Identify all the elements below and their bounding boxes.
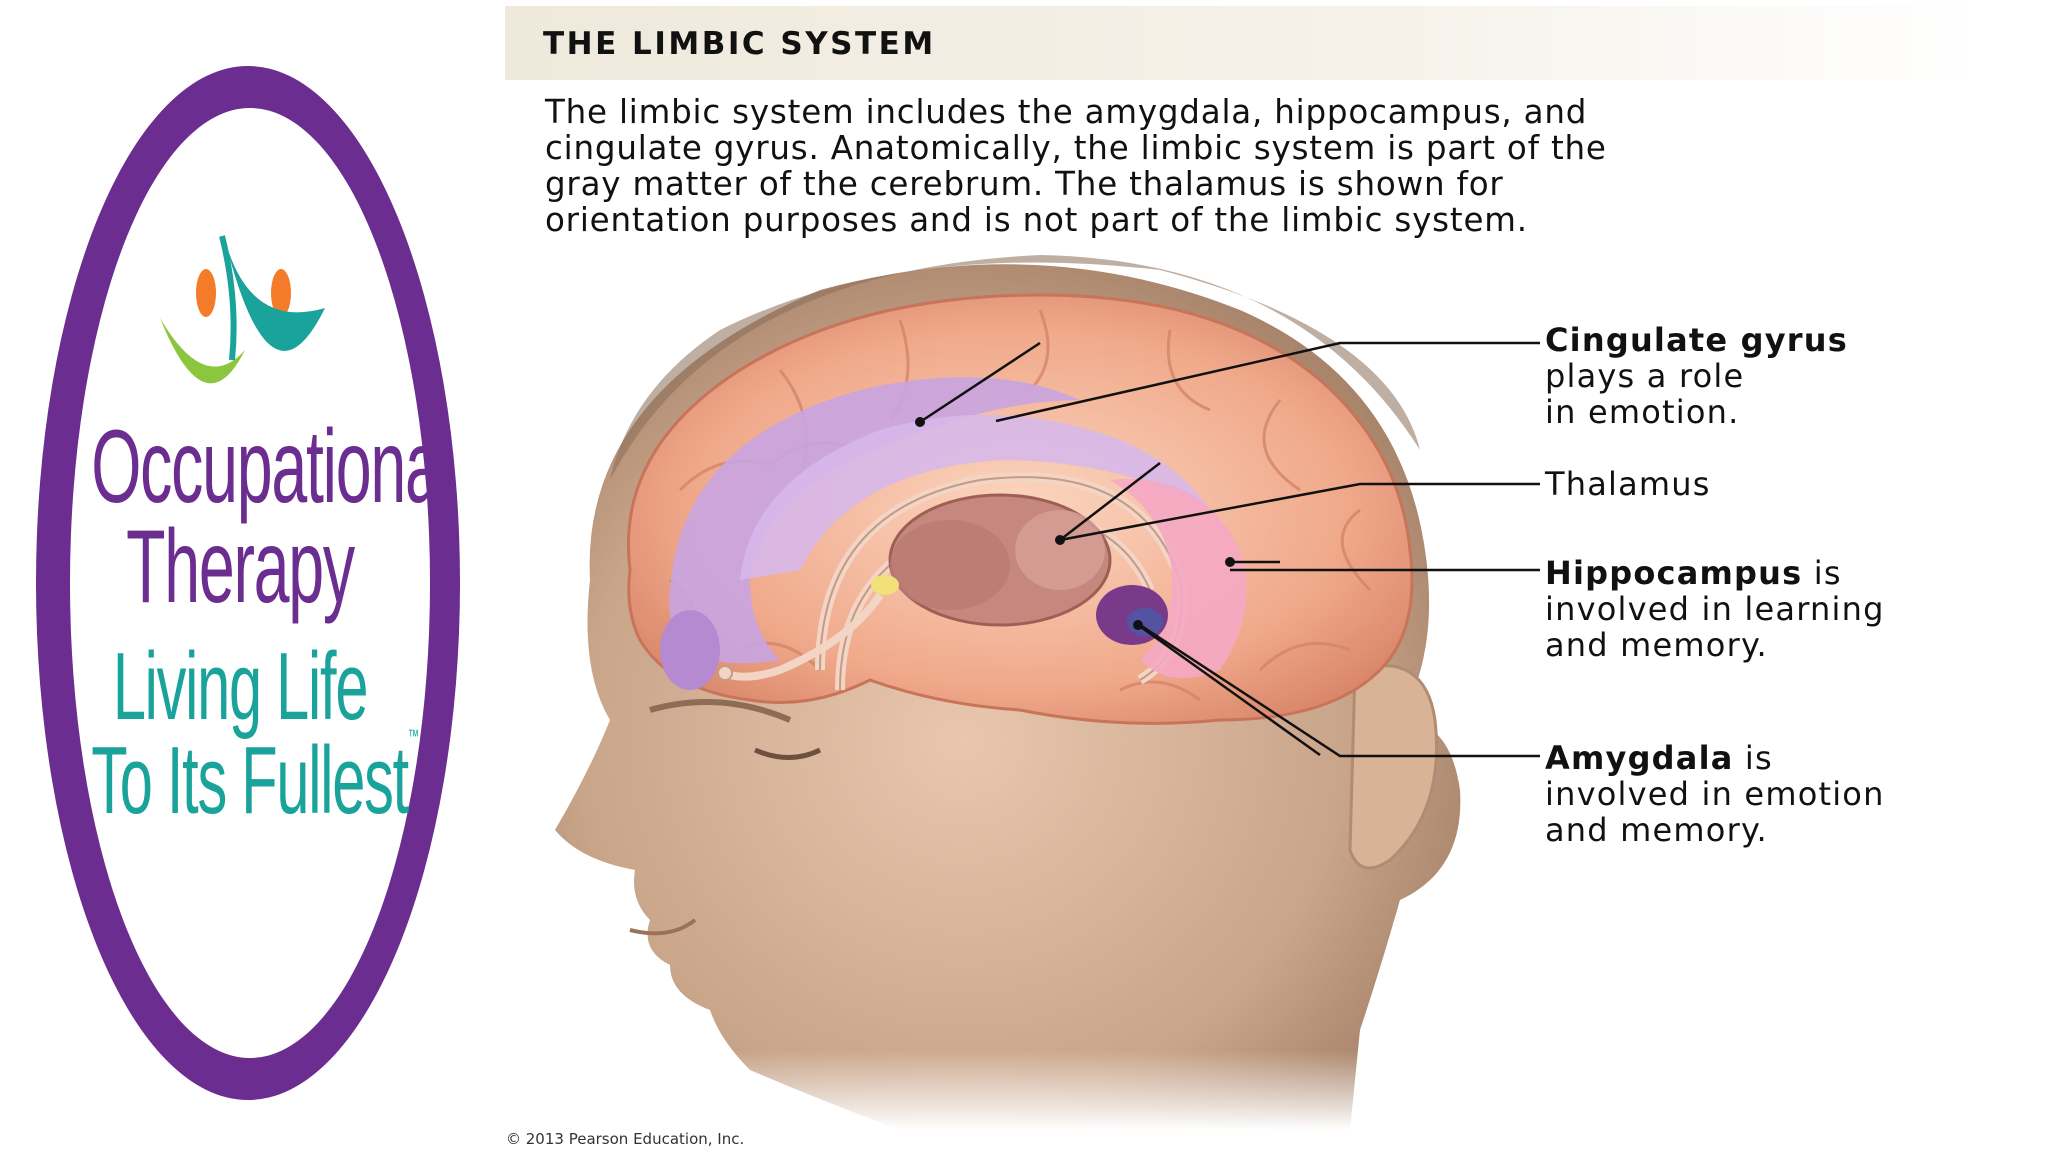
label-cingulate-line2: in emotion. [1545, 393, 1740, 431]
mammillary-body-shape [871, 575, 899, 595]
olfactory-bulb-shape [660, 610, 720, 690]
cingulate-inner-shape [740, 414, 1210, 580]
logo-fullest-text: To Its Fullest [91, 727, 409, 834]
label-thalamus: Thalamus [1545, 466, 1711, 502]
label-cingulate-line1: plays a role [1545, 357, 1745, 395]
header-band [505, 6, 1985, 80]
label-amygdala-suffix: is [1733, 739, 1773, 777]
ot-logo: Occupational Therapy Living Life To Its … [0, 0, 480, 1152]
label-hippocampus-title: Hippocampus [1545, 554, 1803, 592]
mouth-shape [629, 918, 697, 936]
copyright-notice: © 2013 Pearson Education, Inc. [506, 1130, 745, 1148]
logo-line-therapy: Therapy [126, 509, 355, 625]
logo-ring [36, 66, 460, 1100]
label-amygdala-title: Amygdala [1545, 739, 1734, 777]
label-cingulate-title: Cingulate gyrus [1545, 321, 1848, 359]
label-thalamus-title: Thalamus [1545, 465, 1711, 503]
label-amygdala-line2: and memory. [1545, 811, 1768, 849]
intro-line-4: orientation purposes and is not part of … [545, 201, 1528, 239]
logo-line-occupational: Occupational [91, 409, 454, 525]
logo-line-living-life: Living Life [112, 633, 369, 740]
label-cingulate-gyrus: Cingulate gyrus plays a role in emotion. [1545, 322, 1848, 430]
intro-line-3: gray matter of the cerebrum. The thalamu… [545, 165, 1504, 203]
label-hippocampus-line1: involved in learning [1545, 590, 1885, 628]
page-title: THE LIMBIC SYSTEM [543, 26, 936, 62]
head-brain-illustration [520, 255, 1560, 1130]
logo-line-fullest: To Its Fullest™ [91, 726, 419, 836]
label-amygdala-line1: involved in emotion [1545, 775, 1885, 813]
intro-paragraph: The limbic system includes the amygdala,… [545, 94, 2025, 238]
label-hippocampus-line2: and memory. [1545, 626, 1768, 664]
cingulate-gyrus-shape [669, 377, 1080, 664]
intro-line-1: The limbic system includes the amygdala,… [545, 93, 1588, 131]
label-hippocampus-suffix: is [1802, 554, 1842, 592]
label-amygdala: Amygdala is involved in emotion and memo… [1545, 740, 1885, 848]
eye-shape [754, 747, 822, 760]
label-hippocampus: Hippocampus is involved in learning and … [1545, 555, 1885, 663]
people-icon [160, 235, 325, 384]
eyebrow-shape [649, 699, 792, 723]
trademark-symbol: ™ [407, 726, 420, 746]
intro-line-2: cingulate gyrus. Anatomically, the limbi… [545, 129, 1607, 167]
